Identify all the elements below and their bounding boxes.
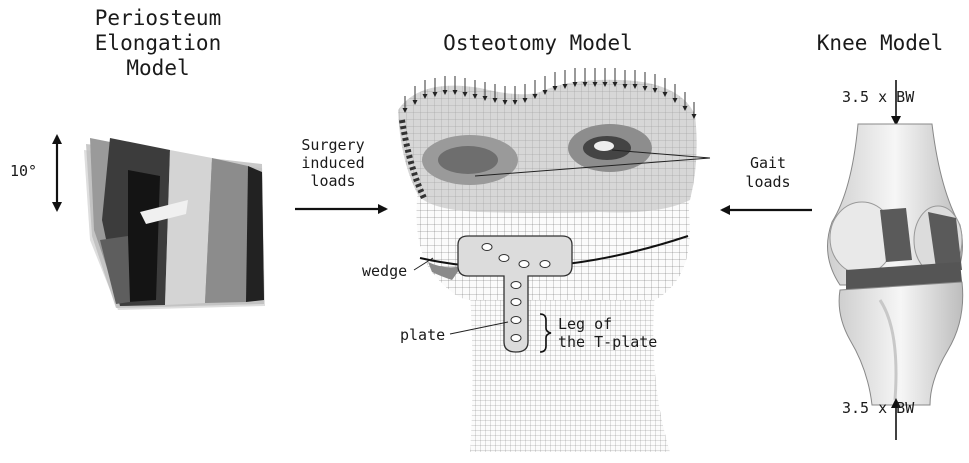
title-left-line-3: Model <box>126 56 189 80</box>
title-osteotomy-model: Osteotomy Model <box>443 31 633 55</box>
surgery-loads-line-1: Surgery <box>301 136 364 154</box>
load-top-label: 3.5 x BW <box>842 88 915 106</box>
title-periosteum-model: Periosteum Elongation Model <box>95 6 221 80</box>
surgery-loads-label: Surgery induced loads <box>301 136 364 190</box>
title-knee-model: Knee Model <box>817 31 943 55</box>
periosteum-model-illustration <box>84 138 265 310</box>
title-left-line-1: Periosteum <box>95 6 221 30</box>
surgery-loads-line-2: induced <box>301 154 364 172</box>
wedge-label: wedge <box>362 262 407 280</box>
knee-model-illustration <box>828 124 963 405</box>
load-bottom-label: 3.5 x BW <box>842 399 915 417</box>
leg-label-line-1: Leg of <box>558 315 612 333</box>
plate-label: plate <box>400 326 445 344</box>
gait-loads-line-1: Gait <box>750 154 786 172</box>
leg-label-line-2: the T-plate <box>558 333 657 351</box>
surgery-loads-line-3: loads <box>310 172 355 190</box>
title-left-line-2: Elongation <box>95 31 221 55</box>
gait-loads-line-2: loads <box>745 173 790 191</box>
angle-label: 10° <box>10 162 37 180</box>
